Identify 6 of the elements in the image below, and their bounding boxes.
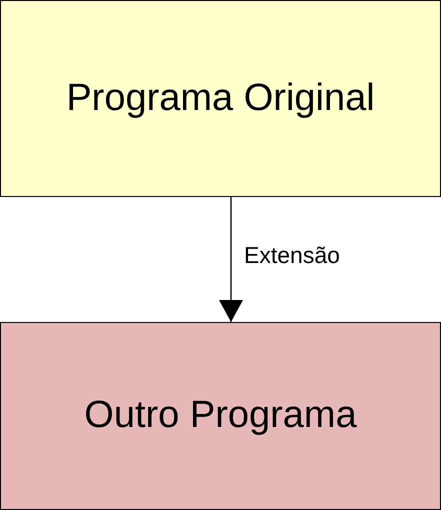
edge-label: Extensão [244,244,340,267]
box-label: Outro Programa [84,393,357,438]
process-box [0,0,441,197]
process-box [0,322,441,510]
arrow [219,197,243,322]
box-label: Programa Original [66,76,375,121]
